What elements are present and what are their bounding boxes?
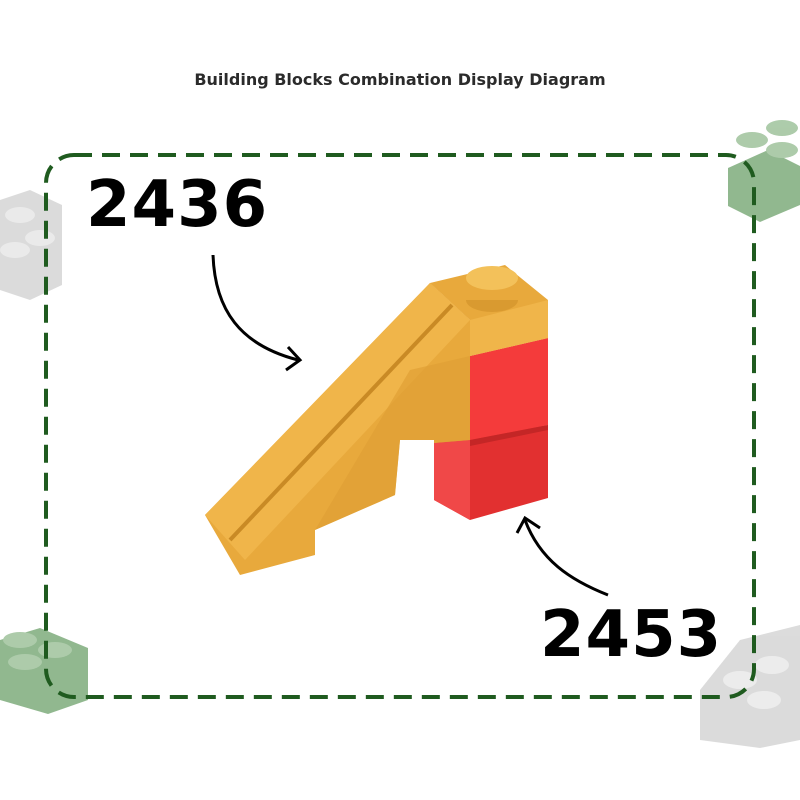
yellow-slope-brick bbox=[205, 265, 548, 575]
deco-brick-bottom-right bbox=[700, 625, 800, 748]
diagram-title: Building Blocks Combination Display Diag… bbox=[194, 70, 606, 89]
deco-brick-left bbox=[0, 190, 62, 300]
deco-brick-bottom-left bbox=[0, 628, 88, 714]
part-number-2436: 2436 bbox=[86, 168, 269, 242]
dashed-frame bbox=[44, 153, 756, 699]
red-brick-stack bbox=[434, 338, 548, 520]
part-number-2453: 2453 bbox=[540, 598, 723, 672]
arrow-to-red-brick bbox=[515, 515, 609, 597]
deco-brick-top-right bbox=[728, 120, 800, 222]
arrow-to-slope bbox=[211, 254, 303, 372]
